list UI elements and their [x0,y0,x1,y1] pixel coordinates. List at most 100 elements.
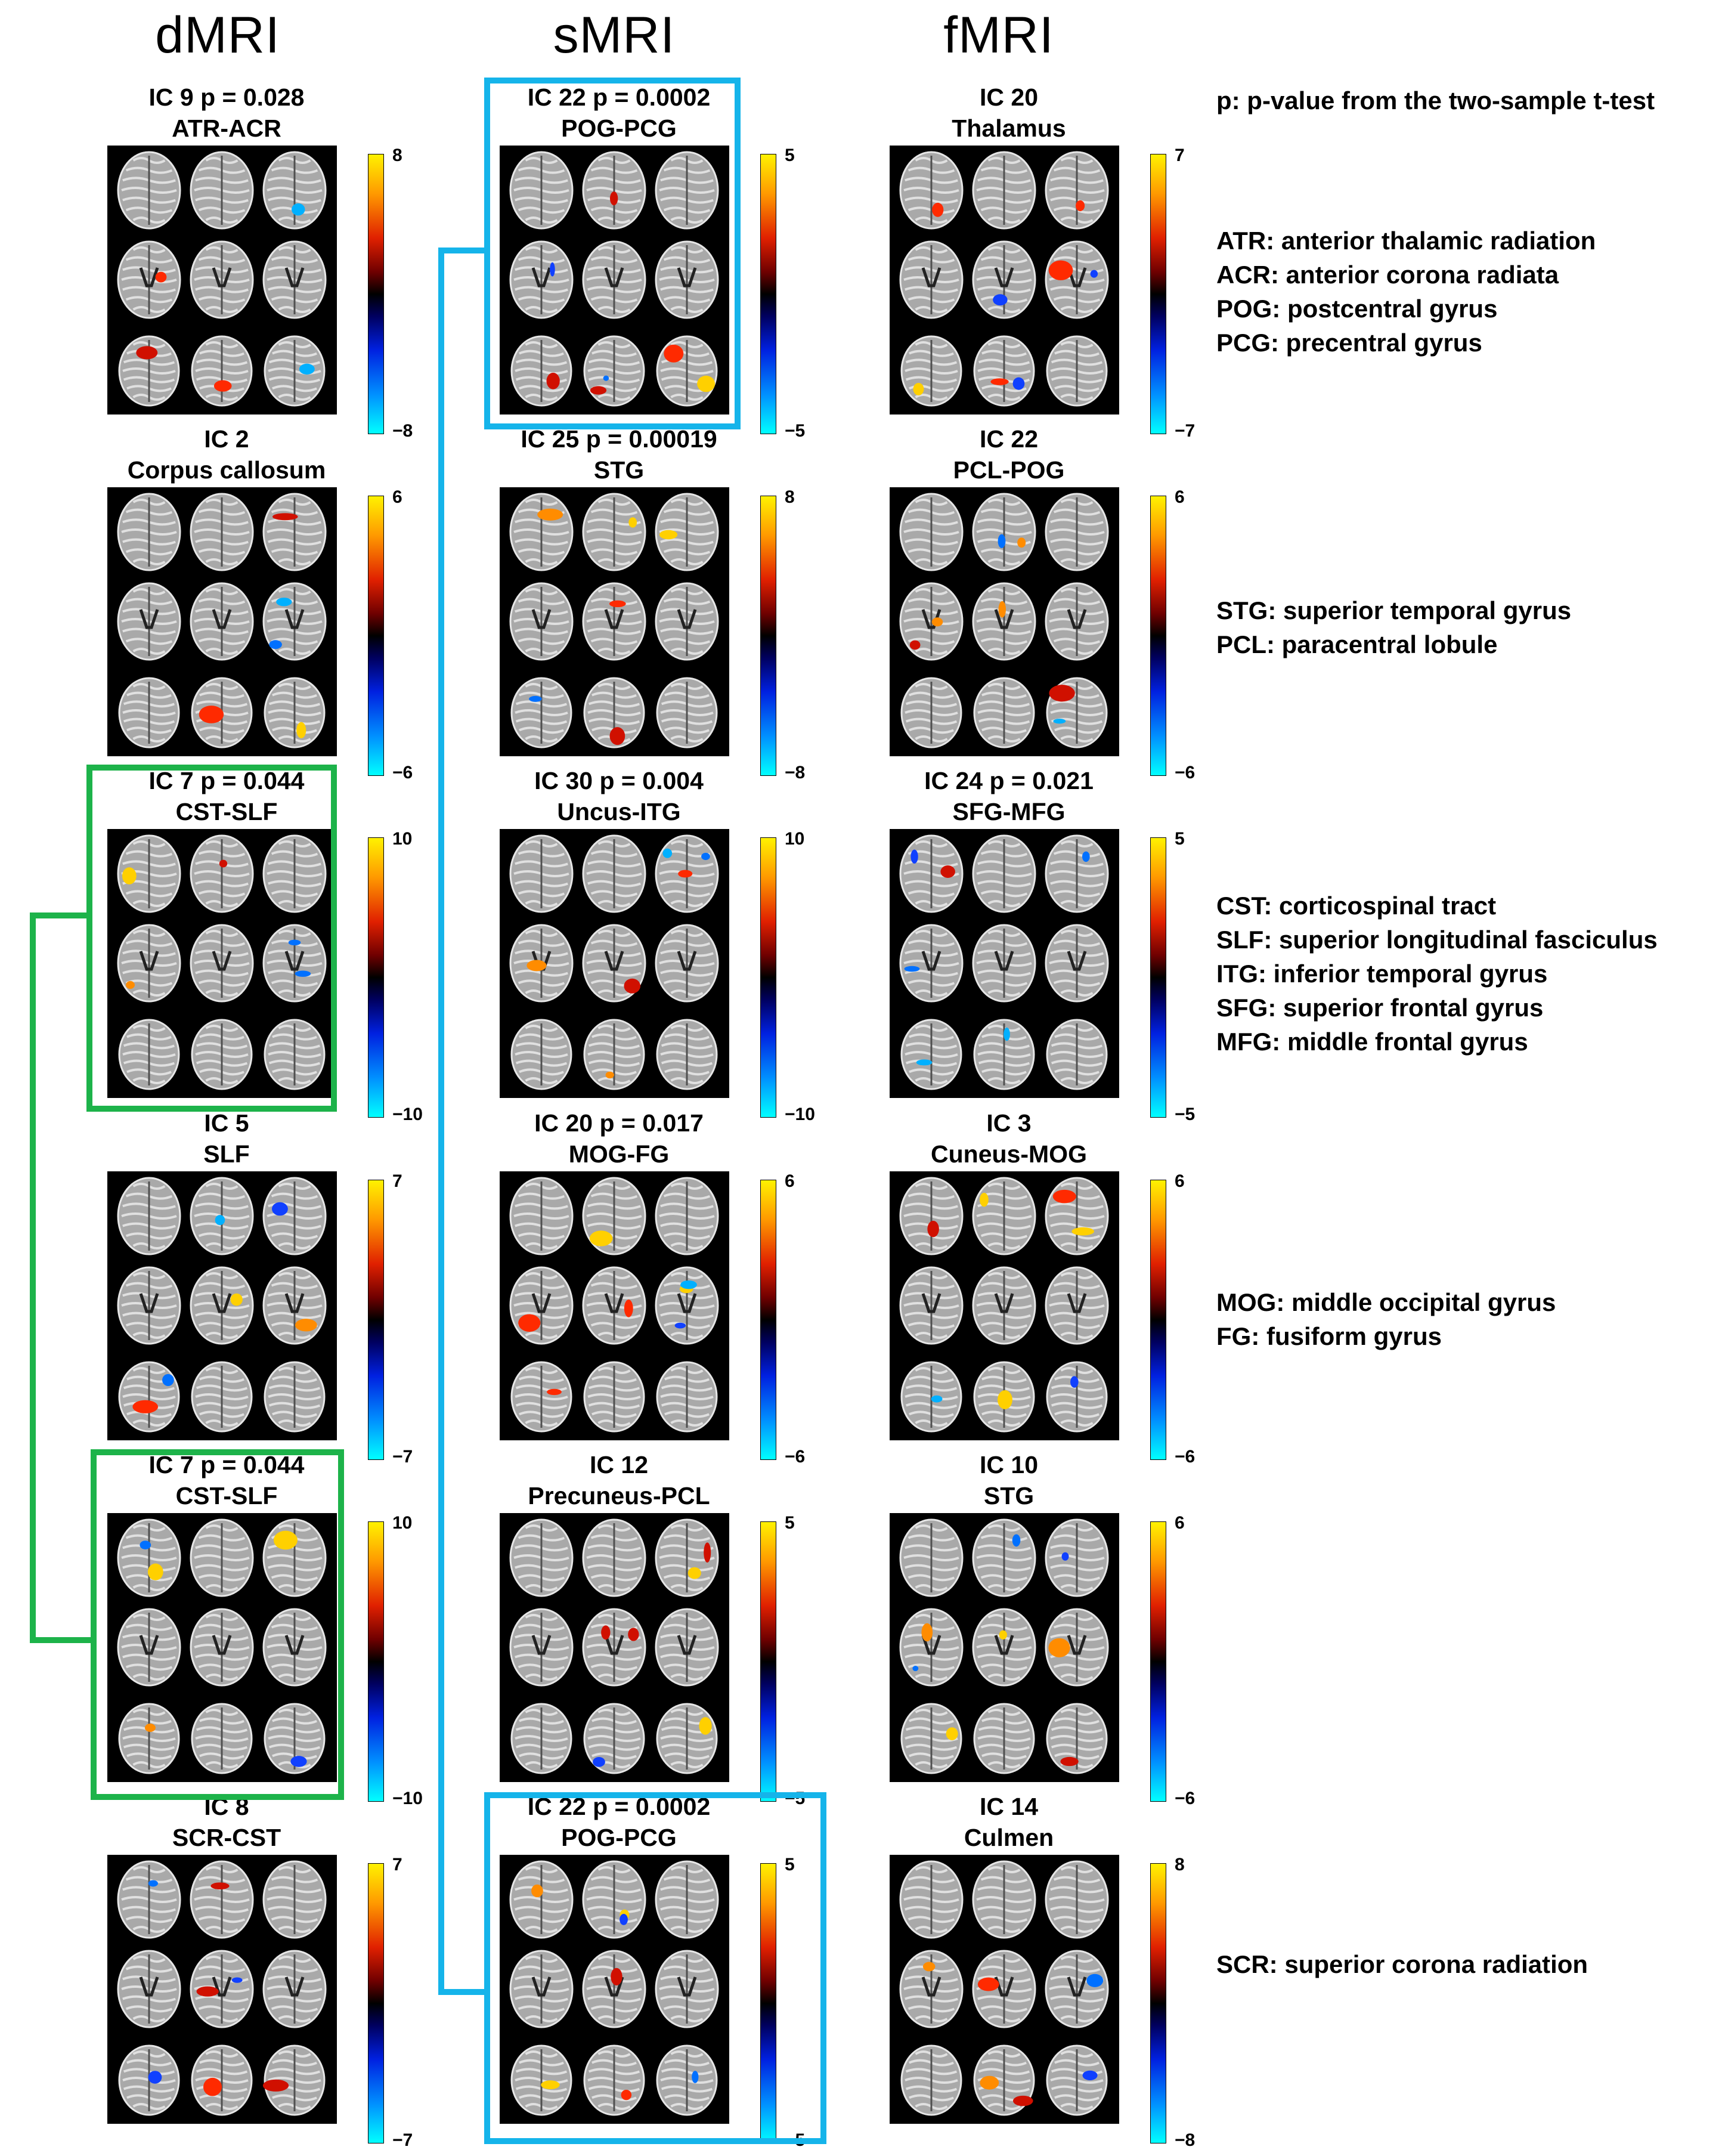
component-title: IC 5 [204,1109,249,1137]
brain-slice [262,151,327,230]
brain-slices-image [509,1860,719,2116]
positive-activation-blob [609,727,625,746]
negative-activation-blob [931,1395,943,1403]
colorbar-max-label: 7 [1175,146,1185,165]
component-title: IC 25 p = 0.00019 [521,425,717,453]
brain-slice [509,1518,574,1597]
brain-slices [107,1513,337,1782]
brain-slices [500,1513,729,1782]
brain-slice [117,1608,181,1687]
brain-slice [900,2044,962,2116]
legend-line: MFG: middle frontal gyrus [1216,1028,1528,1056]
brain-slice [655,1177,719,1255]
brain-slice [972,1608,1036,1687]
brain-slice [190,1608,254,1687]
negative-activation-blob [701,852,710,861]
negative-activation-blob [993,294,1008,306]
brain-slice [1045,240,1109,319]
brain-slice [1045,1950,1109,2028]
positive-activation-blob [546,372,560,389]
brain-slice [655,1608,719,1687]
positive-activation-blob [147,1563,163,1580]
brain-slice [972,1177,1036,1255]
negative-activation-blob [291,203,305,216]
component-title: IC 2 [204,425,249,453]
positive-activation-blob [1049,685,1075,702]
brain-slice [509,1950,574,2028]
brain-slice [900,335,962,407]
brain-slice [1046,2044,1108,2116]
component-region-label: STG [593,456,645,484]
component-region-label: Culmen [964,1824,1054,1851]
colorbar-min-label: −6 [785,1447,806,1467]
brain-slice [264,677,326,748]
colorbar [1150,1521,1166,1802]
component-region-label: STG [983,1482,1035,1509]
negative-activation-blob [998,534,1006,548]
brain-slice [655,924,719,1003]
positive-activation-blob [541,2080,560,2090]
positive-activation-blob [664,344,684,363]
brain-slice [583,1361,645,1433]
brain-slice [583,1019,645,1090]
positive-activation-blob [609,600,626,608]
brain-slice [190,1518,254,1597]
component-region-label: Cuneus-MOG [931,1140,1087,1168]
brain-slices [890,487,1119,756]
brain-slice [656,677,718,748]
brain-slice [118,1361,180,1433]
negative-activation-blob [1086,1974,1104,1987]
negative-activation-blob [916,1059,933,1066]
negative-activation-blob [603,375,609,381]
colorbar-max-label: 6 [1175,1171,1185,1191]
component-region-label: MOG-FG [568,1140,670,1168]
brain-slice [655,493,719,571]
brain-slices [500,146,729,415]
colorbar [760,496,776,776]
colorbar-max-label: 8 [392,146,402,165]
component-region-label: POG-PCG [561,115,677,142]
brain-slice [264,2044,326,2116]
positive-activation-blob [921,1623,933,1642]
link-line-green [30,912,36,1643]
colorbar-max-label: 10 [392,1513,413,1533]
negative-activation-blob [692,2071,699,2083]
brain-slices [107,146,337,415]
brain-slice [973,1703,1035,1774]
negative-activation-blob [1053,718,1066,724]
component-region-label: POG-PCG [561,1824,677,1851]
brain-slice [190,151,254,230]
component-title: IC 22 [980,425,1038,453]
positive-activation-blob [590,386,607,395]
negative-activation-blob [148,1880,158,1887]
brain-slices-image [117,1518,327,1774]
positive-activation-blob [946,1727,958,1740]
colorbar-max-label: 5 [785,1513,795,1533]
brain-slices-image [899,493,1109,748]
brain-slices-image [117,1177,327,1433]
positive-activation-blob [126,980,135,989]
positive-activation-blob [659,530,678,540]
component-region-label: SFG-MFG [952,798,1066,825]
negative-activation-blob [288,939,301,946]
component-region-label: PCL-POG [953,456,1065,484]
brain-slice [582,834,646,913]
brain-slice [1046,1703,1108,1774]
legend-line: PCG: precentral gyrus [1216,329,1482,357]
negative-activation-blob [1070,1376,1079,1388]
colorbar-max-label: 10 [392,829,413,849]
brain-slice [264,1361,326,1433]
negative-activation-blob [662,848,673,858]
colorbar-min-label: −10 [785,1105,815,1124]
positive-activation-blob [940,865,955,878]
legend-line: SCR: superior corona radiation [1216,1950,1588,1978]
negative-activation-blob [680,1280,697,1289]
negative-activation-blob [271,1202,288,1216]
colorbar-min-label: −6 [1175,1789,1196,1808]
brain-slice [900,1361,962,1433]
brain-slice [510,1019,572,1090]
brain-slice [510,1703,572,1774]
component-region-label: SLF [203,1140,250,1168]
